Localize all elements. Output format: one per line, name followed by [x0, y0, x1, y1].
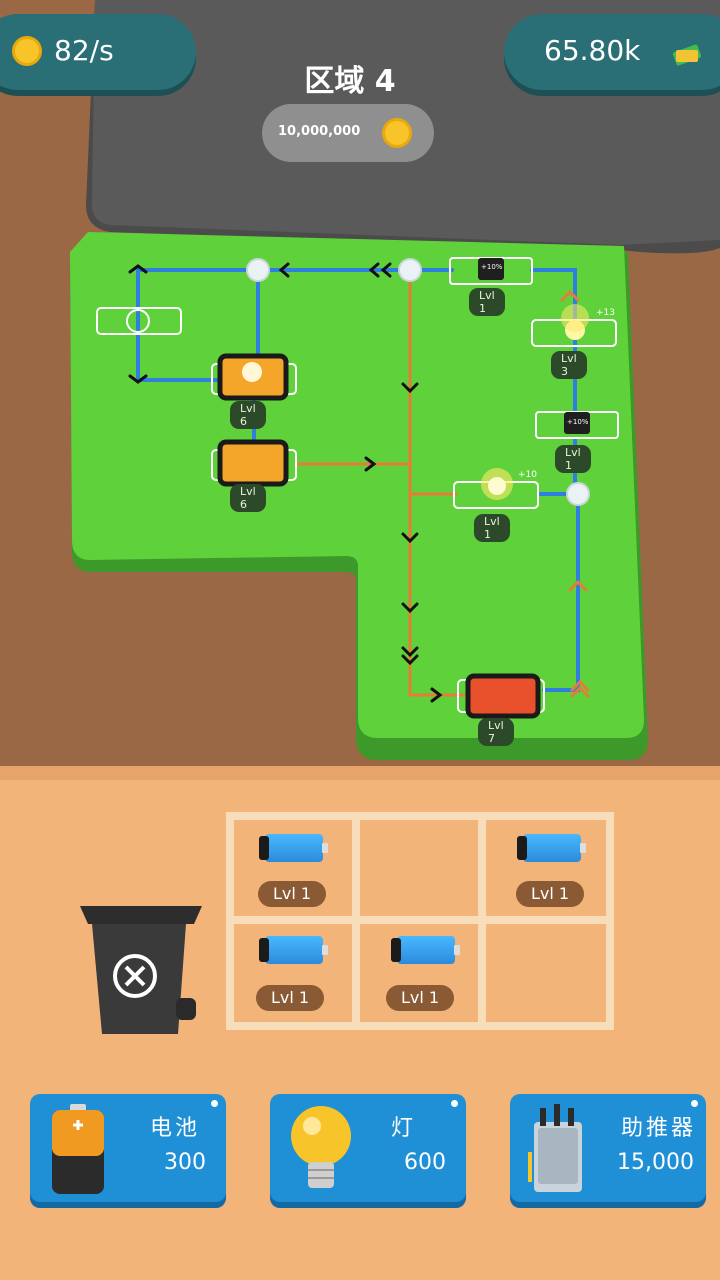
shop-area-shadow — [0, 766, 720, 780]
notification-dot — [451, 1100, 458, 1107]
zone-title-text: 区域 — [304, 64, 365, 99]
component-level-label: Lvl 1 — [474, 514, 510, 542]
booster-badge: +10% — [567, 418, 589, 426]
notification-dot — [211, 1100, 218, 1107]
booster-shop-price: 15,000 — [617, 1150, 694, 1175]
battery-item — [259, 936, 328, 964]
component-level-label: Lvl 1 — [469, 288, 505, 316]
inventory-grid — [224, 812, 618, 1030]
buy-booster-button[interactable]: 助推器 15,000 — [510, 1094, 706, 1202]
coin-icon — [12, 36, 42, 66]
money-text: 65.80k — [544, 34, 641, 67]
zone-unlock-button[interactable]: 10,000,000 — [262, 104, 434, 162]
lamp-bonus: +13 — [596, 308, 615, 318]
battery-item — [259, 834, 328, 862]
zone-title: 区域 4 — [260, 56, 440, 100]
battery-item — [391, 936, 460, 964]
lamp-shop-name: 灯 — [390, 1116, 416, 1141]
notification-dot — [691, 1100, 698, 1107]
booster-badge: +10% — [481, 263, 503, 271]
item-level: Lvl 1 — [516, 881, 584, 907]
booster-icon — [528, 1104, 582, 1192]
component-level-label: Lvl 3 — [551, 351, 587, 379]
battery-icon — [52, 1104, 104, 1194]
battery-shop-price: 300 — [164, 1150, 206, 1175]
inventory-slot[interactable]: Lvl 1 — [232, 820, 350, 914]
trash-bin-icon[interactable] — [76, 902, 206, 1038]
component-level-label: Lvl 6 — [230, 484, 266, 512]
booster-shop-name: 助推器 — [620, 1116, 696, 1141]
unlock-cost-text: 10,000,000 — [278, 124, 361, 139]
inventory-slot[interactable]: Lvl 1 — [232, 924, 350, 1018]
buy-lamp-button[interactable]: 灯 600 — [270, 1094, 466, 1202]
inventory-slot[interactable]: Lvl 1 — [364, 924, 482, 1018]
coin-icon — [382, 118, 412, 148]
item-level: Lvl 1 — [386, 985, 454, 1011]
income-rate-display: 82/s — [0, 14, 196, 90]
inventory-slot[interactable]: Lvl 1 — [490, 820, 608, 914]
lamp-shop-price: 600 — [404, 1150, 446, 1175]
component-level-label: Lvl 1 — [555, 445, 591, 473]
income-rate-text: 82/s — [54, 34, 114, 67]
component-level-label: Lvl 6 — [230, 401, 266, 429]
money-display: 65.80k — [504, 14, 720, 90]
lightbulb-icon — [291, 1106, 351, 1188]
zone-number: 4 — [374, 64, 396, 99]
battery-item — [517, 834, 586, 862]
component-level-label: Lvl 7 — [478, 718, 514, 746]
battery-shop-name: 电池 — [149, 1116, 200, 1141]
inventory-slot-empty[interactable] — [364, 820, 482, 914]
inventory-slot-empty[interactable] — [490, 924, 608, 1018]
cash-stack-icon — [670, 40, 704, 66]
buy-battery-button[interactable]: 电池 300 — [30, 1094, 226, 1202]
item-level: Lvl 1 — [256, 985, 324, 1011]
item-level: Lvl 1 — [258, 881, 326, 907]
lamp-bonus: +10 — [518, 470, 537, 480]
